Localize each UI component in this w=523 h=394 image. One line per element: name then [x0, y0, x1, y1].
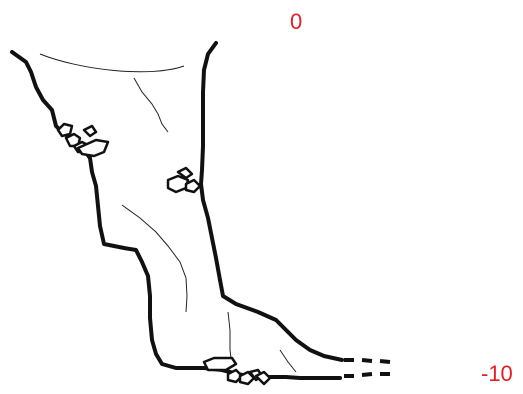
interior-lines: [39, 53, 297, 373]
rock-cluster-upper-left: [56, 122, 110, 158]
rock-cluster-middle: [166, 166, 202, 194]
depth-label-top: 0: [290, 9, 303, 34]
depth-label-bottom: -10: [481, 361, 513, 386]
rock-cluster-floor: [202, 356, 272, 386]
left-wall: [10, 50, 206, 370]
right-wall: [199, 41, 344, 362]
continuation-dashes: [344, 358, 391, 378]
